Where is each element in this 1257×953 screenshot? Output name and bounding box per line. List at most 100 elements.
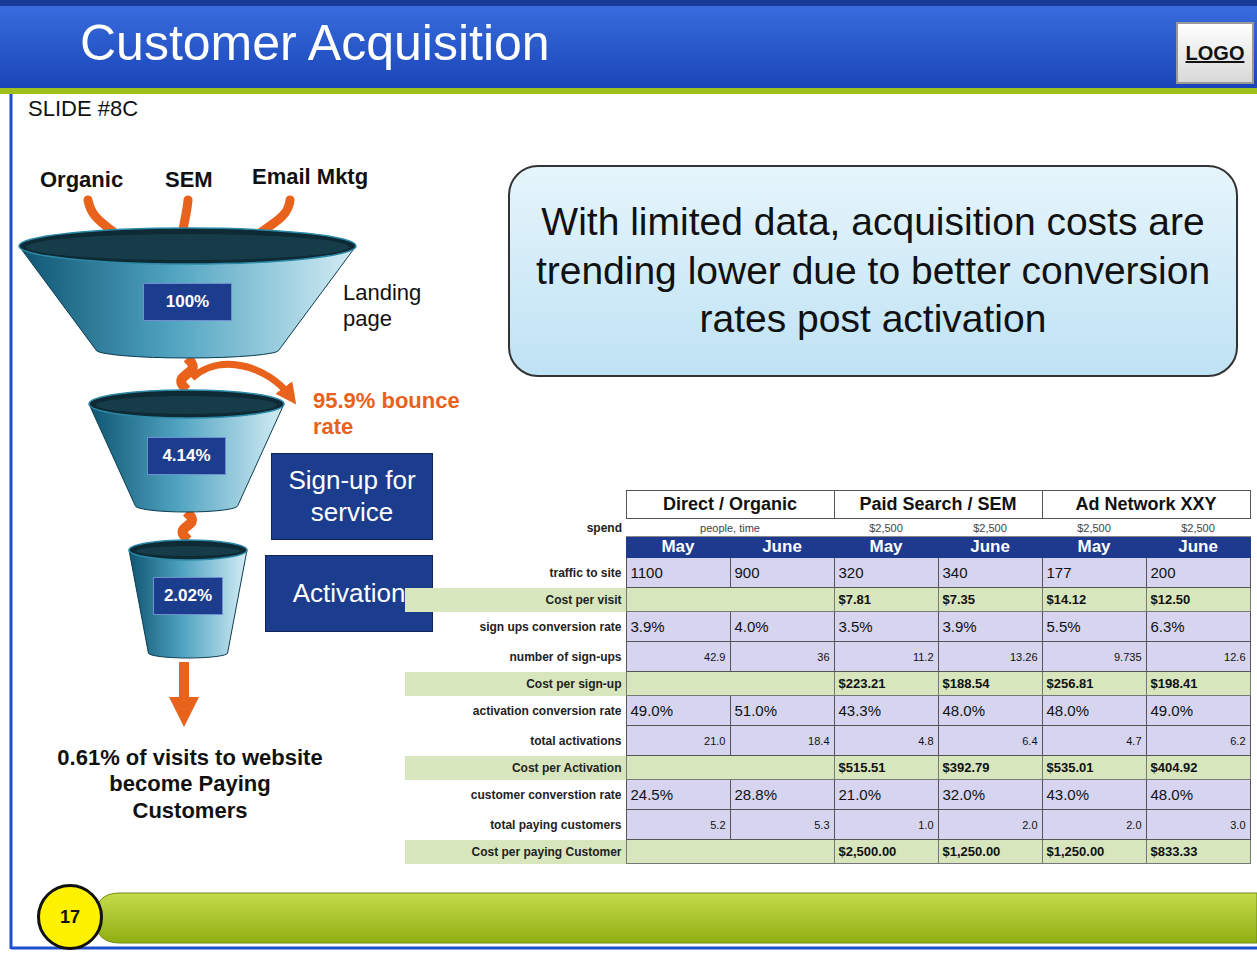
table-cell-box (626, 672, 834, 696)
table-cell: 11.2 (913, 651, 934, 663)
table-cell-box: $2,500 (1042, 519, 1146, 537)
table-cell: $515.51 (839, 760, 886, 775)
table-cell: $12.50 (1151, 592, 1191, 607)
table-cell: 3.9% (943, 618, 977, 635)
table-cell-box: 5.5% (1042, 612, 1146, 642)
table-cell-box: 5.2 (626, 810, 730, 840)
page-number: 17 (37, 884, 103, 950)
table-cell-box: customer converstion rate (405, 780, 626, 810)
table-cell-box: $392.79 (938, 756, 1042, 780)
table-cell: 4.0% (735, 618, 769, 635)
table-cell: $392.79 (943, 760, 990, 775)
table-cell-box: 3.5% (834, 612, 938, 642)
table-cell-box: Cost per visit (405, 588, 626, 612)
table-cell-box: $2,500 (834, 519, 938, 537)
table-cell: June (762, 537, 802, 556)
table-cell-box: total paying customers (405, 810, 626, 840)
table-cell-box: $1,250.00 (938, 840, 1042, 864)
table-cell-box: 9.735 (1042, 642, 1146, 672)
table-cell: traffic to site (549, 566, 621, 580)
table-cell-box: 2.0 (938, 810, 1042, 840)
table-cell-box: 340 (938, 558, 1042, 588)
table-cell-box: May (626, 537, 730, 558)
table-cell: 900 (735, 564, 760, 581)
table-cell-box: 51.0% (730, 696, 834, 726)
table-cell: 28.8% (735, 786, 778, 803)
table-cell: 200 (1151, 564, 1176, 581)
table-cell: May (1077, 537, 1110, 556)
funnel-mouth (96, 396, 277, 414)
table-cell-box: 900 (730, 558, 834, 588)
table-cell-box: $198.41 (1146, 672, 1250, 696)
table-cell-box (405, 491, 626, 519)
table-cell-box: Cost per paying Customer (405, 840, 626, 864)
table-cell: $404.92 (1151, 760, 1198, 775)
table-cell-box: 18.4 (730, 726, 834, 756)
result-note: 0.61% of visits to website become Paying… (55, 745, 325, 824)
table-cell-box: 36 (730, 642, 834, 672)
table-cell-box: $2,500.00 (834, 840, 938, 864)
funnel-rim (129, 540, 247, 560)
source-label: Email Mktg (252, 164, 368, 190)
table-cell: 48.0% (1151, 786, 1194, 803)
table-cell: 320 (839, 564, 864, 581)
table-cell: 5.5% (1047, 618, 1081, 635)
table-cell-box: 43.3% (834, 696, 938, 726)
metrics-table: Direct / OrganicPaid Search / SEMAd Netw… (405, 490, 1250, 864)
table-cell-box: June (1146, 537, 1250, 558)
slide-number: SLIDE #8C (28, 96, 138, 122)
table-cell-box: 48.0% (1146, 780, 1250, 810)
logo: LOGO (1176, 22, 1254, 84)
table-cell-box: $833.33 (1146, 840, 1250, 864)
table-cell-box (626, 840, 834, 864)
table-cell-box: 1.0 (834, 810, 938, 840)
table-cell-box: 11.2 (834, 642, 938, 672)
table-cell-box: Cost per sign-up (405, 672, 626, 696)
table-cell-box: June (938, 537, 1042, 558)
table-cell: 3.0 (1230, 819, 1245, 831)
funnel-body (129, 550, 247, 658)
output-arrow (179, 662, 189, 712)
table-cell-box: 49.0% (1146, 696, 1250, 726)
percent-badge: 4.14% (147, 437, 225, 475)
table-cell: number of sign-ups (510, 650, 622, 664)
table-cell: $833.33 (1151, 844, 1198, 859)
footer-bar (95, 893, 1257, 943)
table-cell-box: 3.9% (938, 612, 1042, 642)
table-cell: 3.5% (839, 618, 873, 635)
table-cell-box: 4.0% (730, 612, 834, 642)
table-cell: June (970, 537, 1010, 556)
table-cell: 1.0 (918, 819, 933, 831)
funnel-body (89, 404, 284, 512)
percent-badge: 100% (143, 283, 232, 321)
table-cell-box: $7.35 (938, 588, 1042, 612)
source-label: SEM (165, 167, 213, 193)
table-cell-box: 48.0% (1042, 696, 1146, 726)
table-cell-box: 43.0% (1042, 780, 1146, 810)
table-cell-box: 5.3 (730, 810, 834, 840)
table-cell: $1,250.00 (943, 844, 1001, 859)
table-cell: $2,500 (1181, 522, 1215, 534)
table-cell: $2,500.00 (839, 844, 897, 859)
table-cell-box: 32.0% (938, 780, 1042, 810)
table-cell-box (626, 588, 834, 612)
table-cell-box: 4.7 (1042, 726, 1146, 756)
table-cell-box: $14.12 (1042, 588, 1146, 612)
table-cell-box (405, 537, 626, 558)
table-cell-box: activation conversion rate (405, 696, 626, 726)
table-cell: 49.0% (1151, 702, 1194, 719)
table-cell: $2,500 (869, 522, 903, 534)
table-cell-box: $1,250.00 (1042, 840, 1146, 864)
table-cell: sign ups conversion rate (479, 620, 621, 634)
table-cell: $223.21 (839, 676, 886, 691)
table-cell: May (869, 537, 902, 556)
table-cell-box: Cost per Activation (405, 756, 626, 780)
table-cell: 49.0% (631, 702, 674, 719)
table-cell: 13.26 (1010, 651, 1038, 663)
table-cell: total paying customers (490, 818, 621, 832)
table-cell: spend (587, 521, 622, 535)
table-cell-box: 320 (834, 558, 938, 588)
table-cell-box: 6.3% (1146, 612, 1250, 642)
table-cell: Cost per visit (545, 593, 621, 607)
title-bar-edge (0, 0, 1257, 6)
